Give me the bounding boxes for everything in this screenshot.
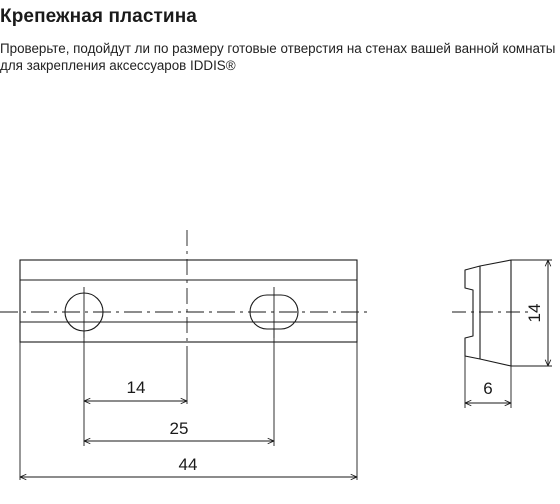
plate-front-view (19, 259, 358, 343)
plate-side-profile (464, 259, 512, 367)
dimension-label-profile-height: 14 (525, 304, 544, 323)
center-lines (0, 230, 372, 350)
profile-dimension-lines (465, 260, 548, 403)
profile-outline (464, 259, 512, 367)
plate-outline (19, 259, 358, 343)
dimension-lines (20, 401, 357, 477)
dimension-label-hole-spacing: 14 (127, 378, 146, 397)
dimension-label-overall-length: 44 (179, 455, 198, 474)
extension-lines (19, 329, 358, 480)
profile-extension-lines (464, 259, 552, 408)
dimension-label-profile-width: 6 (483, 379, 492, 398)
dimension-label-slot-spacing: 25 (170, 419, 189, 438)
page-description: Проверьте, подойдут ли по размеру готовы… (0, 41, 556, 73)
page-title: Крепежная пластина (0, 6, 197, 27)
